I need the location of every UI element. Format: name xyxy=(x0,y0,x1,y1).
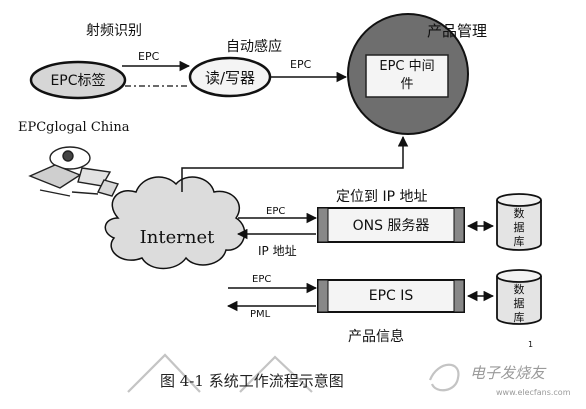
pml-label: PML xyxy=(250,309,271,320)
watermark-text: 电子发烧友 xyxy=(470,364,546,382)
figure-caption: 图 4-1 系统工作流程示意图 xyxy=(160,372,344,390)
database-ons-char-2: 据 xyxy=(513,221,525,234)
epc-to-is-label: EPC xyxy=(252,274,272,285)
epc-is-side-right xyxy=(453,279,465,313)
database-is-char-3: 库 xyxy=(513,311,525,324)
ons-server-side-right xyxy=(453,207,465,243)
rfid-label: 射频识别 xyxy=(86,23,142,39)
database-ons-char-3: 库 xyxy=(513,235,525,248)
epc-reader-mw-label: EPC xyxy=(290,58,312,71)
epcglobal-sketch-icon xyxy=(28,146,120,197)
middleware-label: EPC 中间 件 xyxy=(366,55,448,97)
locate-ip-label: 定位到 IP 地址 xyxy=(336,189,428,205)
database-ons-char-1: 数 xyxy=(513,207,525,220)
database-ons-label: 数 据 库 xyxy=(497,206,541,250)
internet-label: Internet xyxy=(139,226,215,248)
epc-tag-node xyxy=(29,60,127,100)
epc-tag-label: EPC标签 xyxy=(50,73,106,89)
ip-address-label: IP 地址 xyxy=(258,244,297,258)
epc-to-ons-label: EPC xyxy=(266,206,286,217)
database-is-char-1: 数 xyxy=(513,283,525,296)
auto-sense-label: 自动感应 xyxy=(226,39,282,55)
epc-is-side-left xyxy=(317,279,329,313)
product-management-label: 产品管理 xyxy=(427,22,488,40)
internet-to-mw-arrow xyxy=(181,135,409,192)
product-info-label: 产品信息 xyxy=(348,329,404,345)
middleware-box xyxy=(365,54,449,98)
epc-tag-reader-label: EPC xyxy=(138,50,160,63)
watermark-url: www.elecfans.com xyxy=(496,388,571,397)
middleware-label-line2: 件 xyxy=(400,77,414,92)
watermark-logo-icon xyxy=(127,353,460,393)
reader-label: 读/写器 xyxy=(204,68,256,87)
middleware-label-line1: EPC 中间 xyxy=(379,59,435,74)
epcglobal-label: EPCglogal China xyxy=(18,120,130,135)
database-is-char-2: 据 xyxy=(513,297,525,310)
internet-cloud-shape xyxy=(104,176,246,270)
database-is-label: 数 据 库 xyxy=(497,282,541,326)
database-ons-shape xyxy=(496,193,542,251)
database-is-shape xyxy=(496,269,542,325)
ons-server-side-left xyxy=(317,207,329,243)
ons-server-label: ONS 服务器 xyxy=(352,218,430,234)
page-marker: 1 xyxy=(528,340,534,349)
epc-is-label: EPC IS xyxy=(368,288,414,304)
